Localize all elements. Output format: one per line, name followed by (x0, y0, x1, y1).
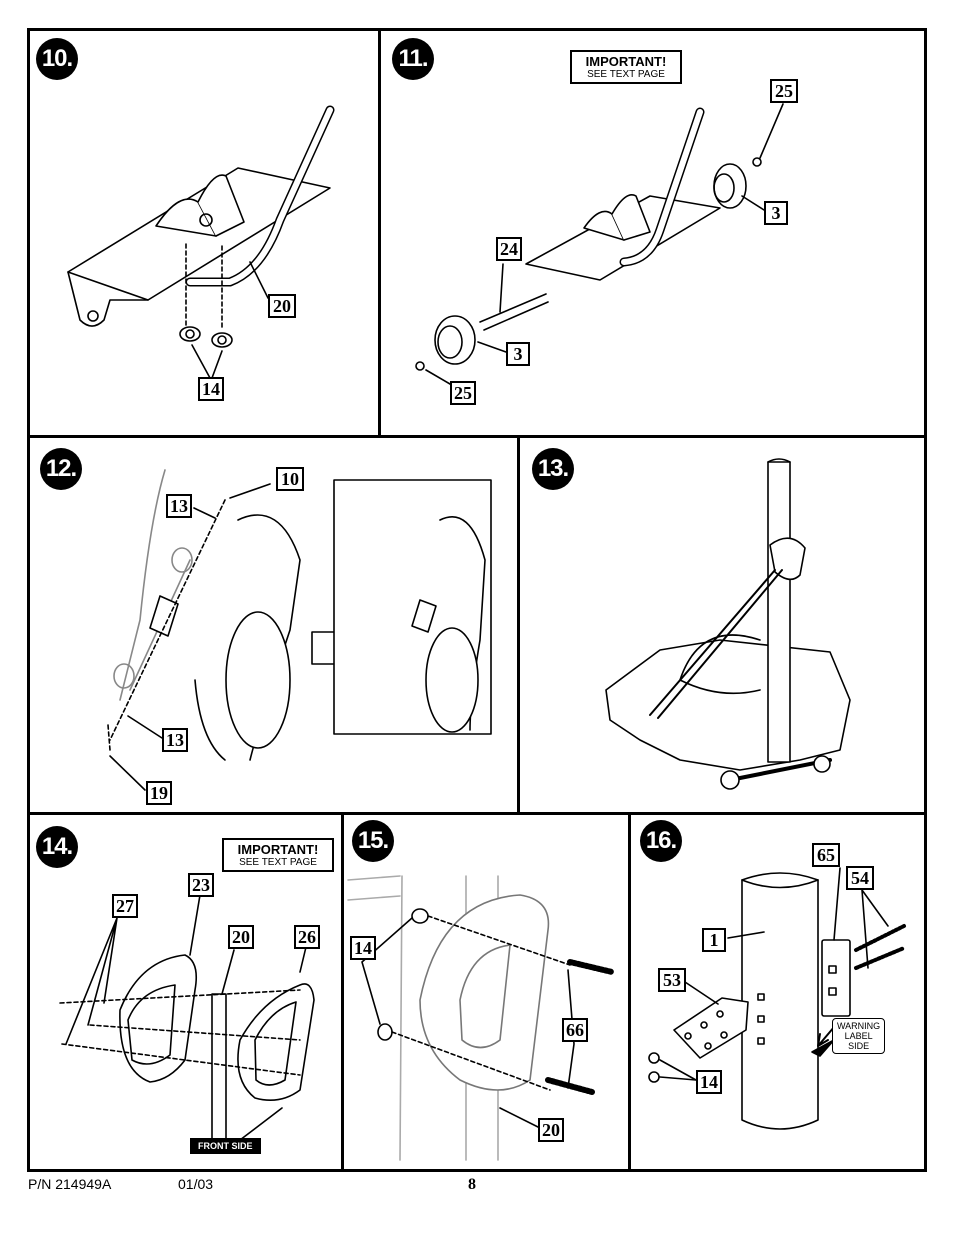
callout-part-14: 14 (198, 377, 224, 401)
part-number: P/N 214949A (28, 1176, 112, 1192)
callout-part-24: 24 (496, 237, 522, 261)
callout-part-3-lower: 3 (506, 342, 530, 366)
important-note-step-11: IMPORTANT! SEE TEXT PAGE (570, 50, 682, 84)
callout-part-13-lower: 13 (162, 728, 188, 752)
warning-line-1: WARNING (837, 1021, 881, 1031)
callout-part-23: 23 (188, 873, 214, 897)
callout-part-13: 13 (166, 494, 192, 518)
callout-part-20: 20 (228, 925, 254, 949)
important-subtitle: SEE TEXT PAGE (239, 857, 317, 868)
callout-part-53: 53 (658, 968, 686, 992)
callout-part-25-lower: 25 (450, 381, 476, 405)
callout-part-10: 10 (276, 467, 304, 491)
step14-illustration (59, 894, 315, 1145)
step-15-number: 15. (352, 820, 394, 862)
important-title: IMPORTANT! (237, 842, 319, 857)
step-13-number: 13. (532, 448, 574, 490)
callout-part-20: 20 (538, 1118, 564, 1142)
step-14-number: 14. (36, 826, 78, 868)
callout-part-27: 27 (112, 894, 138, 918)
callout-part-65: 65 (812, 843, 840, 867)
important-subtitle: SEE TEXT PAGE (587, 69, 665, 80)
callout-part-1: 1 (702, 928, 726, 952)
step13-illustration (605, 458, 851, 790)
step-12-number: 12. (40, 448, 82, 490)
step10-illustration (67, 105, 335, 379)
callout-part-26: 26 (294, 925, 320, 949)
important-note-step-14: IMPORTANT! SEE TEXT PAGE (222, 838, 334, 872)
page-number: 8 (468, 1176, 476, 1193)
callout-part-14: 14 (696, 1070, 722, 1094)
warning-line-2: LABEL (844, 1031, 873, 1041)
step-10-number: 10. (36, 38, 78, 80)
callout-part-19: 19 (146, 781, 172, 805)
callout-part-14: 14 (350, 936, 376, 960)
step-11-number: 11. (392, 38, 434, 80)
callout-part-3: 3 (764, 201, 788, 225)
callout-part-54: 54 (846, 866, 874, 890)
front-side-label: FRONT SIDE (190, 1138, 261, 1154)
step-16-number: 16. (640, 820, 682, 862)
step11-illustration (415, 103, 784, 385)
important-title: IMPORTANT! (585, 54, 667, 69)
callout-part-25: 25 (770, 79, 798, 103)
step15-illustration (347, 875, 615, 1161)
step16-illustration (648, 867, 906, 1130)
revision-date: 01/03 (178, 1176, 214, 1192)
callout-part-66: 66 (562, 1018, 588, 1042)
callout-part-20: 20 (268, 294, 296, 318)
warning-label-side-note: WARNING LABEL SIDE (832, 1018, 886, 1054)
warning-line-3: SIDE (848, 1041, 870, 1051)
